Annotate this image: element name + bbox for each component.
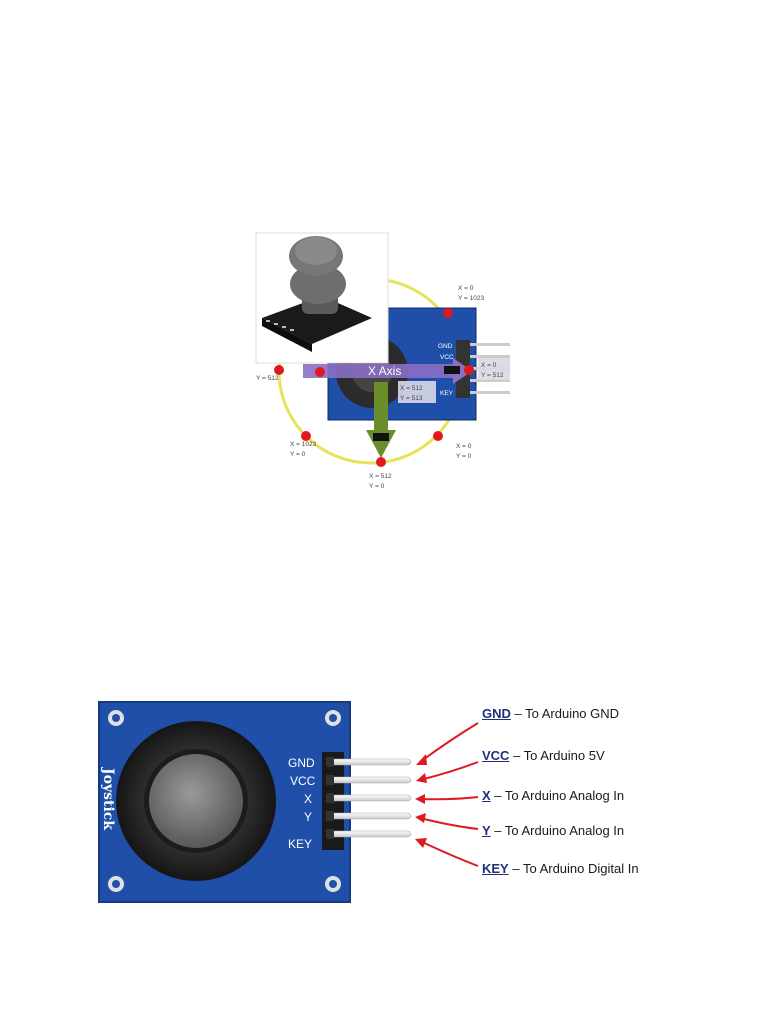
x-axis-label: X Axis	[368, 364, 401, 378]
tr-y-value: Y = 1023	[458, 295, 484, 302]
pin-label-gnd: GND	[438, 343, 453, 350]
board-pin-key: KEY	[288, 837, 312, 851]
joystick-axis-diagram: GND VCC KEY X Axis X = 512 Y = 513 X = 0…	[255, 232, 510, 490]
bottom-x-value: X = 512	[369, 473, 392, 480]
center-x-value: X = 512	[400, 385, 423, 392]
connection-key: KEY – To Arduino Digital In	[482, 861, 639, 876]
pinout-joystick-cap	[116, 721, 276, 881]
center-y-value: Y = 513	[400, 395, 423, 402]
connection-y: Y – To Arduino Analog In	[482, 823, 625, 838]
pinout-board	[99, 702, 350, 902]
bl-y-value: Y = 0	[290, 451, 306, 458]
board-pin-x: X	[304, 792, 312, 806]
y-axis-arrow	[374, 382, 388, 432]
board-pin-y: Y	[304, 810, 312, 824]
pin-label-key: KEY	[440, 390, 454, 397]
x-axis-arrow	[303, 364, 453, 378]
right-x-value: X = 0	[481, 362, 497, 369]
left-y-value: Y = 512	[256, 375, 279, 382]
bl-x-value: X = 1023	[290, 441, 317, 448]
board-pin-gnd: GND	[288, 756, 315, 770]
bottom-y-value: Y = 0	[369, 483, 385, 490]
connection-vcc: VCC – To Arduino 5V	[482, 748, 605, 763]
connection-gnd: GND – To Arduino GND	[482, 706, 620, 721]
right-y-value: Y = 512	[481, 372, 504, 379]
connection-arrows	[419, 722, 479, 867]
tr-x-value: X = 0	[458, 285, 474, 292]
br-y-value: Y = 0	[456, 453, 472, 460]
position-dots	[274, 308, 474, 467]
joystick-photo-inset	[255, 232, 389, 364]
board-pin-vcc: VCC	[290, 774, 316, 788]
mount-holes	[108, 710, 341, 892]
connection-x: X – To Arduino Analog In	[482, 788, 625, 803]
br-x-value: X = 0	[456, 443, 472, 450]
pinout-pins	[329, 758, 412, 838]
pinout-header	[322, 752, 344, 850]
brand-label: Joystick	[100, 766, 116, 830]
pin-label-vcc: VCC	[440, 354, 454, 361]
